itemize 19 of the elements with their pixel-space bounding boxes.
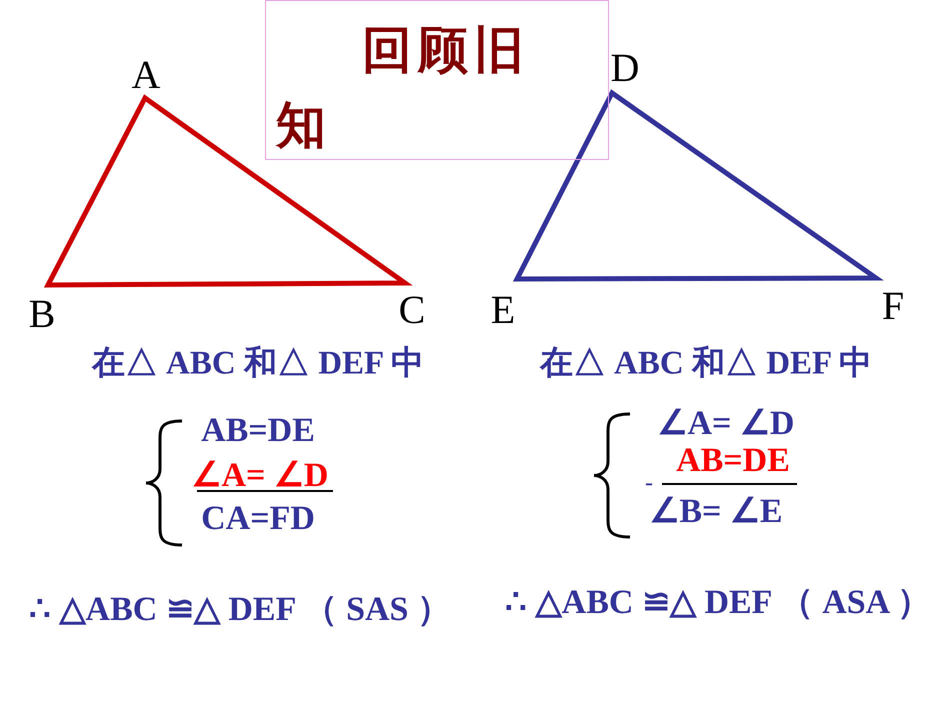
dash-mark: - <box>645 471 653 495</box>
title-text: 回顾旧知 <box>276 20 531 156</box>
vertex-label: E <box>490 290 516 330</box>
condition-text: AB=DE <box>676 444 790 478</box>
premise-text: 在△ ABC 和△ DEF 中 <box>92 348 424 380</box>
conclusion-text: ∴ △ABC ≌△ DEF （ SAS ） <box>29 593 451 627</box>
condition-text: ∠B= ∠E <box>649 495 783 529</box>
vertex-label: A <box>132 55 160 95</box>
vertex-label: C <box>398 290 426 330</box>
condition-text: AB=DE <box>201 414 315 448</box>
vertex-label: B <box>28 294 56 334</box>
condition-text: CA=FD <box>201 502 315 536</box>
vertex-label: D <box>610 48 640 88</box>
condition-text: ∠A= ∠D <box>192 459 328 493</box>
title-box <box>265 0 609 160</box>
premise-text: 在△ ABC 和△ DEF 中 <box>540 348 872 380</box>
condition-text: ∠A= ∠D <box>658 407 794 441</box>
conclusion-text: ∴ △ABC ≌△ DEF （ ASA ） <box>505 586 931 620</box>
vertex-label: F <box>882 286 904 326</box>
